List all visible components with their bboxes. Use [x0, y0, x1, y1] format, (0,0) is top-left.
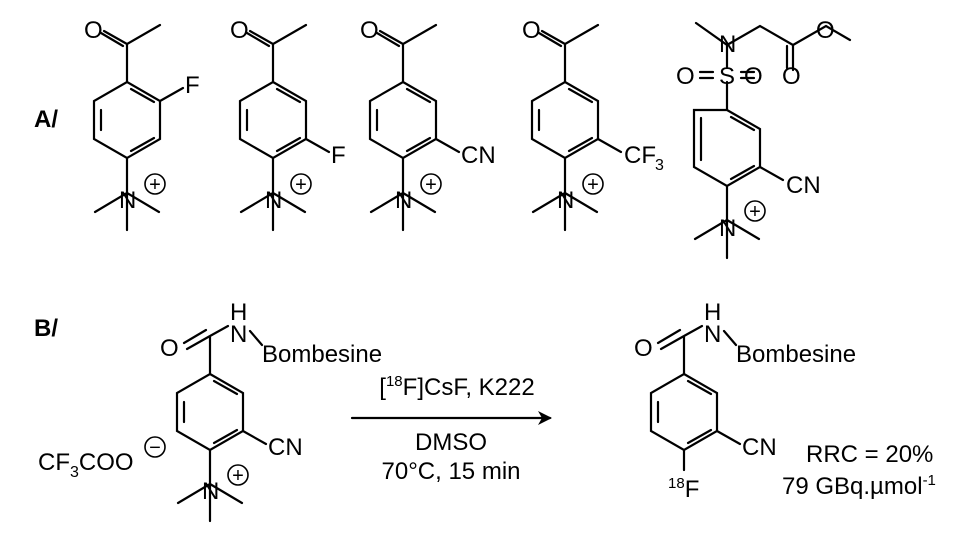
peptide-label: Bombesine — [262, 341, 382, 368]
svg-text:H: H — [230, 299, 247, 326]
svg-text:F: F — [331, 142, 346, 169]
positive-charge-icon — [744, 200, 766, 222]
svg-text:N: N — [719, 215, 736, 242]
svg-text:O: O — [676, 63, 695, 90]
molecule-a3: O CN N + — [360, 17, 496, 232]
positive-charge-icon — [582, 173, 604, 195]
product-molecule: O H N Bombesine CN 18F — [634, 299, 856, 503]
fluorine-18-label: 18F — [668, 475, 699, 503]
svg-text:3: 3 — [655, 157, 664, 174]
svg-text:N: N — [704, 321, 721, 348]
molecule-a2: O F N + — [230, 17, 346, 232]
negative-charge-icon — [144, 436, 166, 458]
svg-text:−: − — [149, 437, 161, 459]
svg-text:CN: CN — [461, 142, 496, 169]
solvent-text: DMSO — [415, 429, 487, 456]
svg-text:N: N — [557, 187, 574, 214]
svg-text:+: + — [232, 465, 244, 487]
svg-text:O: O — [230, 17, 249, 44]
svg-text:N: N — [719, 31, 736, 58]
positive-charge-icon — [420, 173, 442, 195]
svg-text:S: S — [719, 63, 735, 90]
panel-b-label: B/ — [34, 315, 58, 342]
molecule-a4: O CF 3 N + — [522, 17, 664, 232]
svg-text:N: N — [395, 187, 412, 214]
counterion: CF3COO − — [38, 436, 166, 481]
svg-text:H: H — [704, 299, 721, 326]
molecule-a1: O F N + — [84, 17, 200, 232]
svg-text:+: + — [425, 174, 437, 196]
svg-text:O: O — [782, 63, 801, 90]
peptide-label: Bombesine — [736, 341, 856, 368]
rrc-result: RRC = 20% — [806, 441, 933, 468]
positive-charge-icon — [144, 173, 166, 195]
svg-text:CN: CN — [742, 434, 777, 461]
svg-text:O: O — [744, 63, 763, 90]
conditions-text: 70°C, 15 min — [382, 458, 521, 485]
counterion-formula: CF3COO — [38, 449, 134, 481]
svg-text:N: N — [265, 187, 282, 214]
svg-text:+: + — [587, 174, 599, 196]
svg-text:CF: CF — [624, 142, 656, 169]
precursor-molecule: O H N Bombesine CN N + — [160, 299, 382, 523]
svg-text:O: O — [522, 17, 541, 44]
svg-text:O: O — [360, 17, 379, 44]
atom-o: O — [84, 17, 103, 44]
svg-text:+: + — [149, 174, 161, 196]
svg-text:N: N — [230, 321, 247, 348]
svg-text:N: N — [202, 478, 219, 505]
reaction-arrow: [18F]CsF, K222 DMSO 70°C, 15 min — [350, 373, 552, 485]
svg-text:O: O — [160, 335, 179, 362]
atom-n: N — [119, 187, 136, 214]
svg-text:CN: CN — [786, 172, 821, 199]
svg-text:CN: CN — [268, 434, 303, 461]
svg-text:+: + — [295, 174, 307, 196]
svg-text:O: O — [816, 17, 835, 44]
svg-text:O: O — [634, 335, 653, 362]
positive-charge-icon — [290, 173, 312, 195]
molecule-a5: N S O O O O CN N + — [676, 17, 852, 260]
atom-f: F — [185, 72, 200, 99]
positive-charge-icon — [227, 464, 249, 486]
molar-activity: 79 GBq.µmol-1 — [782, 472, 936, 500]
reagents-text: [18F]CsF, K222 — [379, 373, 534, 401]
svg-text:+: + — [749, 201, 761, 223]
panel-a-label: A/ — [34, 106, 58, 133]
